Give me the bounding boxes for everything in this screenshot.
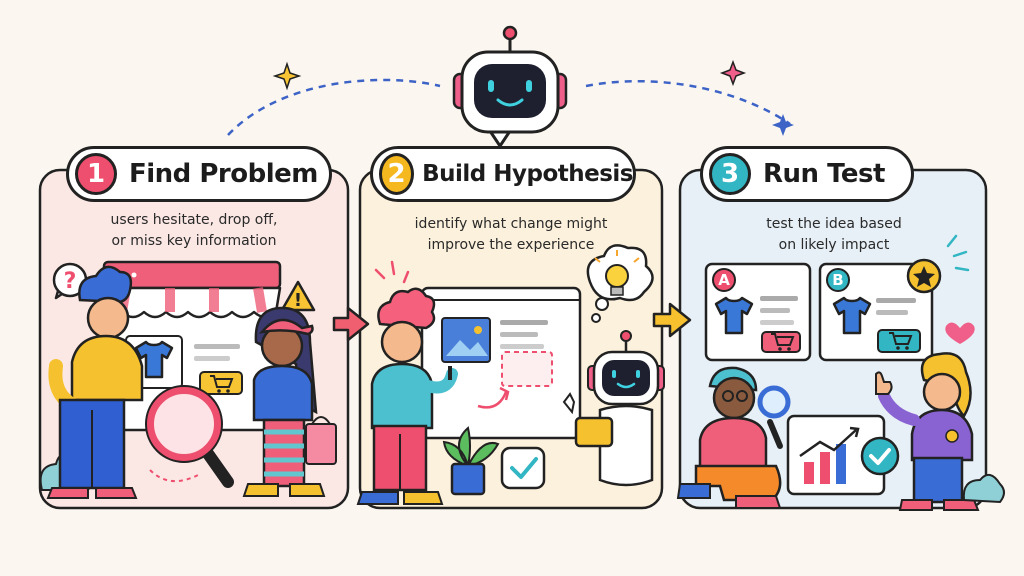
plant-icon	[442, 426, 500, 496]
arrow-right-icon	[652, 302, 692, 338]
step-2-description-line: improve the experience	[427, 237, 595, 253]
variant-a-label: A	[718, 271, 730, 289]
step-3-title-pill: 3 Run Test	[700, 146, 914, 202]
step-2-title-pill: 2 Build Hypothesis	[370, 146, 636, 202]
dashed-connector-arc-right	[585, 80, 791, 126]
checkmark-icon	[500, 446, 546, 490]
question-icon: ?	[52, 262, 88, 300]
robot-icon	[452, 25, 568, 148]
bar-chart-icon	[786, 414, 886, 496]
person-yellow-hoodie	[46, 265, 144, 499]
person-pink-cap	[242, 306, 337, 497]
arrow-right-icon	[332, 306, 370, 342]
svg-text:?: ?	[64, 269, 77, 294]
sparkle-icon	[719, 59, 747, 87]
person-thumbs-up	[875, 352, 980, 511]
step-1-title-pill: 1 Find Problem	[66, 146, 332, 202]
step-2-title: Build Hypothesis	[422, 161, 633, 187]
person-kneeling-magnifier	[676, 366, 791, 509]
step-1-title: Find Problem	[129, 159, 318, 189]
dashed-connector-arc	[227, 78, 441, 136]
warning-icon: !	[280, 280, 316, 312]
variant-a-card: A	[704, 262, 812, 362]
svg-text:!: !	[294, 290, 302, 311]
tablet-icon	[574, 416, 614, 448]
step-3-description-line: test the idea based	[766, 216, 902, 232]
shopping-bag-icon	[305, 423, 337, 465]
lightbulb-icon	[586, 244, 654, 323]
magnifier-icon	[145, 385, 234, 488]
step-3-title: Run Test	[763, 159, 885, 189]
step-2-number-badge: 2	[379, 153, 415, 195]
variant-b-label: B	[832, 271, 843, 289]
magnifier-icon	[757, 385, 791, 419]
bush	[962, 473, 1005, 504]
step-2-description-line: identify what change might	[414, 216, 608, 232]
star-icon	[906, 258, 942, 294]
robot-icon	[562, 330, 665, 487]
step-1-description: users hesitate, drop off, or miss key in…	[54, 210, 334, 252]
variant-b-card: B	[818, 262, 934, 362]
step-3-number-badge: 3	[709, 153, 751, 195]
sparkle-icon	[772, 114, 794, 136]
step-1-description-line: users hesitate, drop off,	[110, 212, 278, 228]
heart-icon	[945, 322, 975, 344]
step-1-description-line: or miss key information	[111, 233, 277, 249]
step-2-description: identify what change might improve the e…	[370, 214, 652, 256]
browser-mockup	[420, 286, 582, 440]
step-3-description-line: on likely impact	[778, 237, 890, 253]
checkmark-icon	[860, 436, 900, 476]
step-3-description: test the idea based on likely impact	[694, 214, 974, 256]
sparkle-icon	[272, 61, 302, 91]
person-teal-hoodie	[356, 287, 458, 505]
step-1-number-badge: 1	[75, 153, 117, 195]
